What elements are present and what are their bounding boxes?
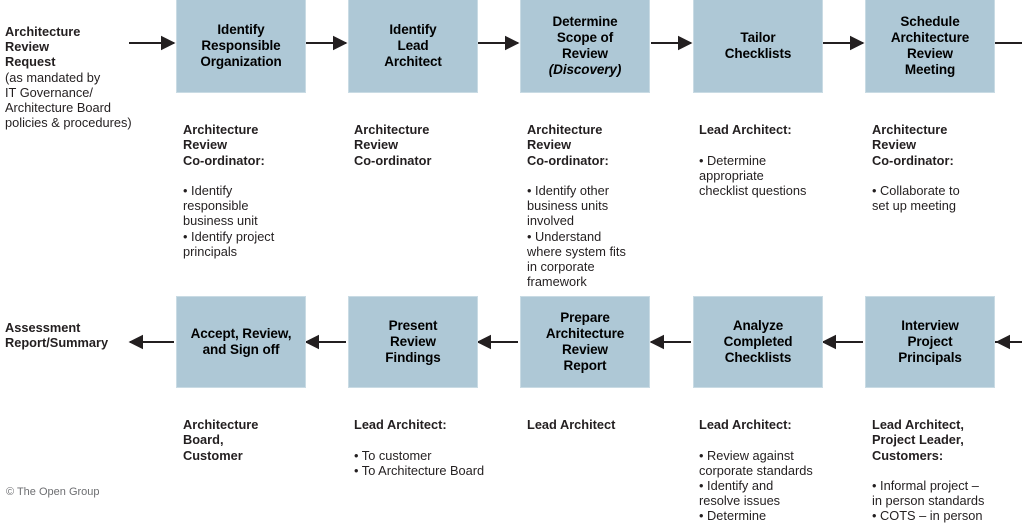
box-title-line: Lead (397, 37, 429, 53)
box-title-line: Review (390, 334, 436, 349)
annotation-role: Architecture Review Co-ordinator: (872, 122, 954, 168)
process-box-tailor-checklists[interactable]: Tailor Checklists (693, 0, 823, 93)
annotation-role: Lead Architect: (699, 122, 792, 138)
output-heading: Assessment Report/Summary (5, 320, 109, 351)
process-box-interview-project-principals[interactable]: Interview Project Principals (865, 296, 995, 388)
box-title-line: Organization (200, 53, 282, 69)
box-title-line: Architecture (890, 29, 970, 45)
process-box-accept-review-and-sign-off[interactable]: Accept, Review, and Sign off (176, 296, 306, 388)
box-title: Present Review Findings (349, 318, 477, 366)
input-heading: Architecture Review Request (5, 24, 81, 70)
box-title-line: Present (388, 318, 438, 333)
annotation-role: Lead Architect: (354, 417, 447, 433)
annotation-analyze-completed-checklists: Lead Architect: • Review against corpora… (699, 402, 859, 523)
box-title-line: Scope of (556, 29, 614, 45)
annotation-role: Architecture Review Co-ordinator (354, 122, 432, 168)
annotation-schedule-architecture-review-meeting: Architecture Review Co-ordinator: • Coll… (872, 107, 1022, 229)
annotation-bullets: • To customer • To Architecture Board (354, 447, 485, 478)
box-title-line: Analyze (732, 318, 784, 333)
box-title-line: Meeting (904, 61, 956, 77)
box-title-line: Prepare (560, 310, 610, 325)
process-box-identify-responsible-organization[interactable]: Identify Responsible Organization (176, 0, 306, 93)
box-title: Schedule Architecture Review Meeting (866, 14, 994, 78)
annotation-bullets: • Collaborate to set up meeting (872, 183, 960, 214)
annotation-bullets: • Identify other business units involved… (527, 183, 626, 290)
box-title: Analyze Completed Checklists (694, 318, 822, 366)
box-title: Determine Scope of Review (Discovery) (521, 14, 649, 78)
box-title: Identify Lead Architect (349, 22, 477, 70)
box-title: Interview Project Principals (866, 318, 994, 366)
process-box-prepare-architecture-review-report[interactable]: Prepare Architecture Review Report (520, 296, 650, 388)
box-title-line: Review (562, 45, 608, 61)
annotation-identify-lead-architect: Architecture Review Co-ordinator (354, 107, 504, 198)
box-title-line: Identify (389, 21, 437, 37)
box-title: Prepare Architecture Review Report (521, 310, 649, 374)
annotation-role: Lead Architect, Project Leader, Customer… (872, 417, 964, 463)
input-detail: (as mandated by IT Governance/ Architect… (5, 69, 132, 131)
box-title-line: Schedule (900, 13, 960, 29)
box-title-line: Checklists (724, 45, 792, 61)
box-title-line: Review (907, 45, 953, 61)
annotation-prepare-architecture-review-report: Lead Architect (527, 402, 677, 463)
box-title-line: Architect (384, 53, 442, 69)
input-label-architecture-review-request: Architecture Review Request (as mandated… (5, 24, 165, 130)
box-title-line: Review (562, 342, 608, 357)
process-box-determine-scope-of-review[interactable]: Determine Scope of Review (Discovery) (520, 0, 650, 93)
box-title-line: and Sign off (202, 342, 280, 357)
annotation-bullets: • Identify responsible business unit • I… (183, 183, 275, 259)
annotation-role: Lead Architect: (699, 417, 792, 433)
annotation-role: Architecture Review Co-ordinator: (183, 122, 265, 168)
box-title-line: Identify (217, 21, 265, 37)
annotation-bullets: • Review against corporate standards • I… (699, 447, 813, 523)
box-title-line: Determine (552, 13, 618, 29)
box-title-line: Interview (901, 318, 959, 333)
box-title-line-discovery: (Discovery) (548, 61, 622, 77)
box-title: Tailor Checklists (694, 30, 822, 62)
box-title: Identify Responsible Organization (177, 22, 305, 70)
box-title-line: Responsible (201, 37, 281, 53)
box-title-line: Accept, Review, (190, 326, 292, 341)
box-title-line: Project (907, 334, 953, 349)
annotation-accept-review-and-sign-off: Architecture Board, Customer (183, 402, 333, 493)
annotation-tailor-checklists: Lead Architect: • Determine appropriate … (699, 107, 864, 213)
process-box-present-review-findings[interactable]: Present Review Findings (348, 296, 478, 388)
box-title-line: Principals (898, 350, 962, 365)
annotation-role: Architecture Board, Customer (183, 417, 259, 463)
annotation-interview-project-principals: Lead Architect, Project Leader, Customer… (872, 402, 1022, 523)
box-title-line: Completed (723, 334, 793, 349)
process-box-analyze-completed-checklists[interactable]: Analyze Completed Checklists (693, 296, 823, 388)
annotation-bullets: • Determine appropriate checklist questi… (699, 152, 807, 199)
annotation-role: Lead Architect (527, 417, 616, 433)
box-title: Accept, Review, and Sign off (177, 326, 305, 358)
annotation-present-review-findings: Lead Architect: • To customer • To Archi… (354, 402, 529, 493)
box-title-line: Report (563, 358, 607, 373)
process-box-identify-lead-architect[interactable]: Identify Lead Architect (348, 0, 478, 93)
annotation-identify-responsible-organization: Architecture Review Co-ordinator: • Iden… (183, 107, 333, 274)
box-title-line: Findings (385, 350, 441, 365)
annotation-determine-scope-of-review: Architecture Review Co-ordinator: • Iden… (527, 107, 682, 305)
box-title-line: Checklists (724, 350, 792, 365)
box-title-line: Tailor (740, 29, 776, 45)
annotation-bullets: • Informal project – in person standards… (872, 478, 985, 523)
copyright-notice: © The Open Group (6, 486, 100, 498)
box-title-line: Architecture (545, 326, 625, 341)
annotation-role: Architecture Review Co-ordinator: (527, 122, 609, 168)
process-box-schedule-architecture-review-meeting[interactable]: Schedule Architecture Review Meeting (865, 0, 995, 93)
output-label-assessment-report: Assessment Report/Summary (5, 320, 170, 350)
